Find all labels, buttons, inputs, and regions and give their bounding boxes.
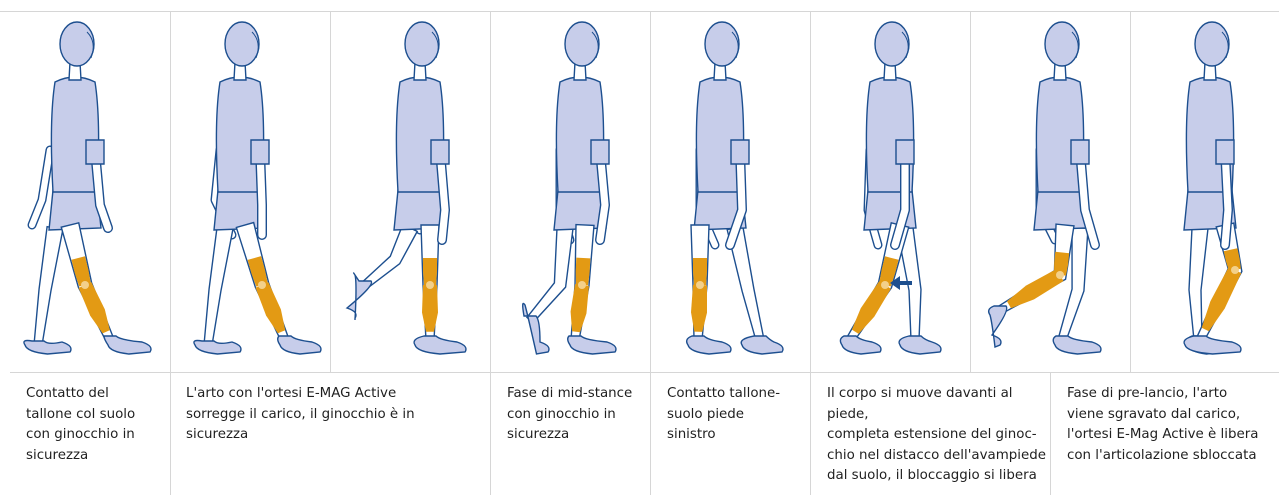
caption-line: con l'articolazione sbloccata (1067, 448, 1257, 463)
figure-dividers (171, 12, 1131, 372)
caption-line: Fase di mid-stance (507, 386, 632, 401)
caption-line: sicurezza (26, 448, 88, 463)
orthosis-shank-shell (256, 282, 286, 333)
head (405, 22, 439, 66)
orthosis-knee-joint (1231, 266, 1239, 274)
head (705, 22, 739, 66)
orthosis-knee-joint (258, 281, 266, 289)
caption-line: l'ortesi E-Mag Active è libera (1067, 427, 1258, 442)
head (60, 22, 94, 66)
walking-figure-8 (1184, 22, 1242, 354)
sleeve (86, 140, 104, 164)
torso (556, 77, 603, 192)
front-shoe (104, 336, 151, 354)
head (875, 22, 909, 66)
orthosis-knee-joint (696, 281, 704, 289)
back-leg (34, 227, 63, 346)
caption-line: sinistro (667, 427, 716, 442)
orthosis-shank-shell (571, 284, 589, 332)
sleeve (896, 140, 914, 164)
orthosis-knee-joint (81, 281, 89, 289)
back-leg (204, 227, 233, 346)
orthosis-knee-joint (426, 281, 434, 289)
caption-line: chio nel distacco dell'avampiede (827, 448, 1046, 463)
caption-line: dal suolo, il bloccaggio si libera (827, 468, 1037, 483)
orthosis-knee-joint (881, 281, 889, 289)
front-shoe (414, 336, 466, 354)
caption-line: tallone col suolo (26, 407, 135, 422)
orthosis-shank-shell (79, 282, 110, 333)
figures-layer (24, 22, 1242, 354)
head (1045, 22, 1079, 66)
sleeve (251, 140, 269, 164)
head (565, 22, 599, 66)
head (225, 22, 259, 66)
sleeve (591, 140, 609, 164)
walking-figure-2 (194, 22, 321, 354)
caption-line: con ginocchio in (507, 407, 616, 422)
orthosis-thigh-shell (423, 258, 437, 285)
front-shoe (687, 336, 731, 354)
back-shoe (194, 341, 241, 355)
caption-line: con ginocchio in (26, 427, 135, 442)
sleeve (731, 140, 749, 164)
walking-figure-5 (687, 22, 783, 354)
orthosis-shank-shell (1202, 267, 1242, 331)
caption-loading: L'arto con l'ortesi E-MAG Active sorregg… (186, 384, 476, 446)
back-shoe (1053, 336, 1101, 354)
caption-terminal-stance: Il corpo si muove davanti al piede, comp… (827, 384, 1057, 487)
orthosis-knee-joint (578, 281, 586, 289)
front-shoe (278, 336, 321, 354)
orthosis-shank-shell (1007, 269, 1064, 308)
torso (396, 77, 443, 192)
back-leg (362, 225, 417, 288)
walking-figure-3 (347, 22, 466, 354)
caption-line: Fase di pre-lancio, l'arto (1067, 386, 1227, 401)
caption-mid-stance: Fase di mid-stance con ginocchio in sicu… (507, 384, 647, 446)
caption-heel-contact: Contatto del tallone col suolo con ginoc… (26, 384, 146, 466)
back-shoe (899, 336, 941, 354)
caption-line: completa estensione del ginoc- (827, 427, 1037, 442)
caption-contralateral-contact: Contatto tallone- suolo piede sinistro (667, 384, 807, 446)
head (1195, 22, 1229, 66)
orthosis-shank-shell (852, 281, 891, 334)
front-shoe (989, 306, 1007, 347)
caption-pre-swing: Fase di pre-lancio, l'arto viene sgravat… (1067, 384, 1277, 466)
caption-line: L'arto con l'ortesi E-MAG Active (186, 386, 396, 401)
caption-line: Il corpo si muove davanti al piede, (827, 386, 1013, 422)
walking-figure-1 (24, 22, 151, 354)
torso (51, 77, 98, 192)
caption-line: sorregge il carico, il ginocchio è in (186, 407, 415, 422)
caption-line: Contatto tallone- (667, 386, 780, 401)
caption-line: viene sgravato dal carico, (1067, 407, 1240, 422)
front-shoe (568, 336, 616, 354)
shorts (394, 190, 446, 230)
sleeve (1071, 140, 1089, 164)
back-leg (527, 227, 573, 322)
front-shoe (840, 336, 881, 354)
caption-line: Contatto del (26, 386, 109, 401)
caption-line: sicurezza (186, 427, 248, 442)
orthosis-shank-shell (691, 285, 707, 332)
orthosis-shank-shell (422, 285, 438, 332)
walking-figure-6 (840, 22, 941, 354)
caption-line: suolo piede (667, 407, 744, 422)
caption-line: sicurezza (507, 427, 569, 442)
front-shoe (1184, 336, 1241, 354)
back-shoe (741, 336, 783, 354)
back-shoe (24, 341, 71, 355)
orthosis-thigh-shell (693, 258, 707, 285)
walking-figure-7 (989, 22, 1101, 354)
torso (1036, 77, 1083, 192)
sleeve (431, 140, 449, 164)
sleeve (1216, 140, 1234, 164)
orthosis-knee-joint (1056, 271, 1064, 279)
walking-figure-4 (523, 22, 616, 354)
